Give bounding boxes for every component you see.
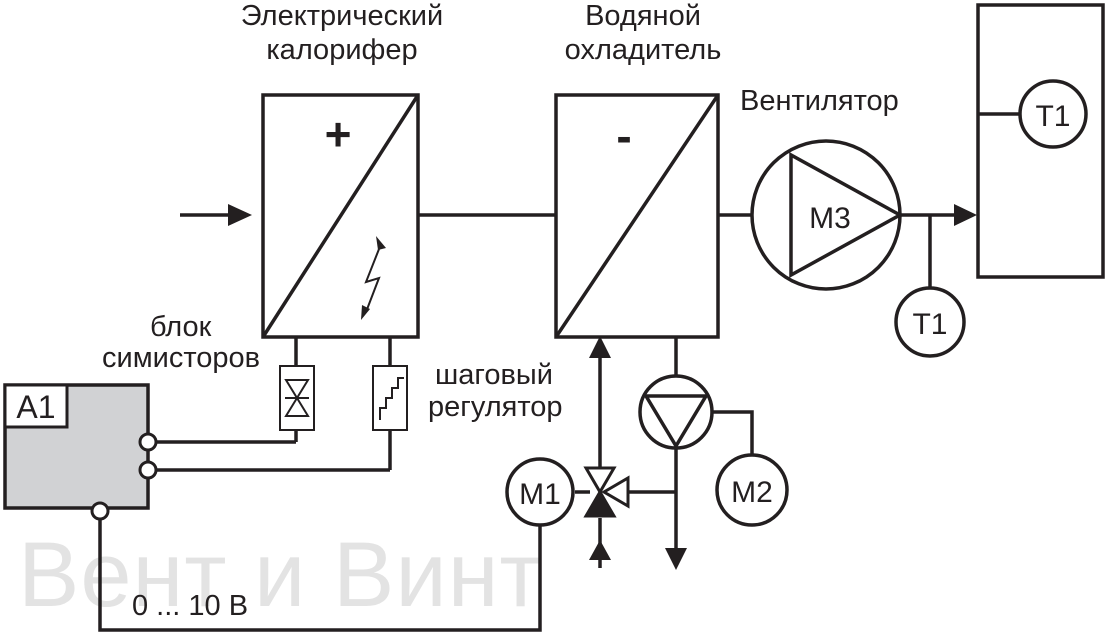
heater-control-lines [156,337,392,472]
room: T1 [976,3,1105,279]
heater-plus-sign: + [325,108,352,160]
cooler-title-line2: охладитель [565,34,722,66]
fan: M3 [750,139,904,291]
cooler-title-line1: Водяной [585,0,701,32]
electric-heater: + [261,93,420,339]
triac-label-line1: блок [150,311,212,343]
controller-terminal-3 [90,501,110,521]
step-label-line1: шаговый [435,359,553,391]
triac-block-icon [279,365,315,431]
inlet-arrow [589,540,611,560]
signal-line [98,519,542,632]
step-label-line2: регулятор [428,391,563,423]
signal-label: 0 ... 10 В [132,590,248,622]
cooler-minus-sign: - [616,110,631,162]
duct-outlet-arrow [954,204,977,226]
lightning-icon [361,236,386,320]
return-arrow [665,548,687,570]
valve-motor: M1 [505,457,575,527]
three-way-valve-icon [583,466,630,518]
controller-terminal-1 [138,432,158,452]
pump-motor-label: M2 [731,476,773,509]
controller-label: A1 [16,389,55,425]
water-circuit [575,336,687,570]
pump-motor: M2 [715,453,789,527]
fan-title: Вентилятор [740,85,899,117]
water-cooler: - [554,93,720,339]
duct-sensor-label: T1 [912,308,947,341]
supply-arrow [589,336,611,358]
fan-motor-label: M3 [809,202,851,235]
step-regulator-icon [372,365,408,431]
valve-motor-label: M1 [519,478,561,511]
heater-title-line1: Электрический [241,0,443,32]
controller-terminal-2 [138,460,158,480]
duct-temperature-sensor: T1 [894,286,966,358]
pump [638,374,754,455]
air-duct-line [180,204,977,290]
heater-title-line2: калорифер [266,34,417,66]
controller: A1 [3,383,158,521]
fan-triangle-icon [789,152,904,278]
room-sensor-label: T1 [1035,100,1070,133]
watermark: Вент и Винт [18,524,543,626]
triac-label-line2: симисторов [102,342,260,374]
pump-triangle-icon [642,394,710,450]
